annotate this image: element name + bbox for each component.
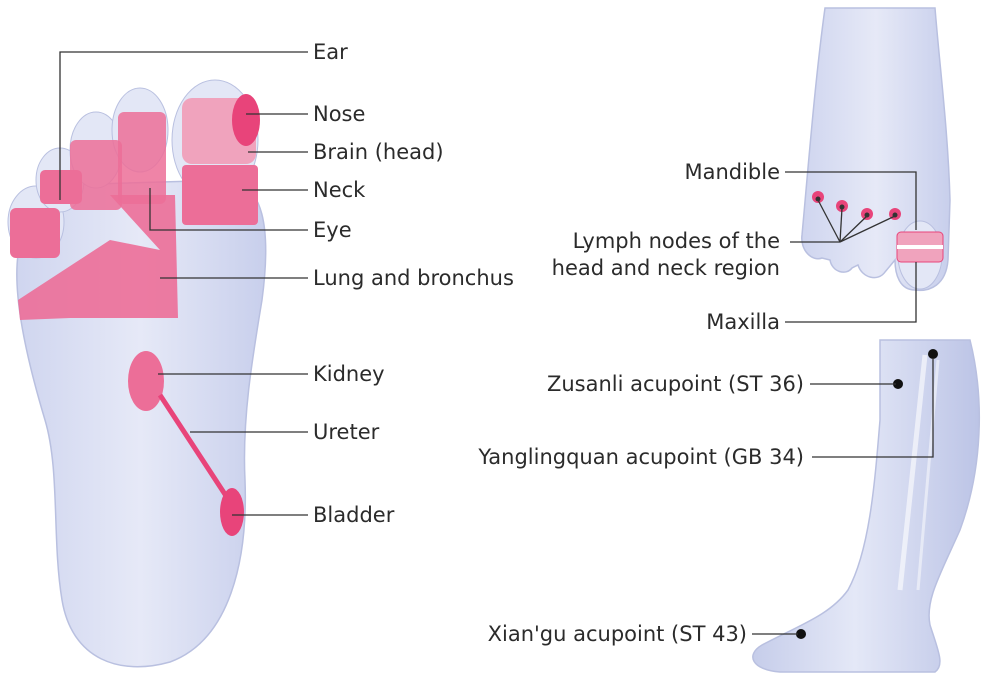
zone-nose [232,94,260,146]
zone-ear-little [10,208,60,258]
sole-illustration [8,52,308,667]
top-foot-illustration [785,8,950,322]
label-ear: Ear [313,40,348,65]
label-xiangu: Xian'gu acupoint (ST 43) [488,622,747,647]
yanglingquan-point [928,349,938,359]
label-maxilla: Maxilla [706,310,780,335]
label-zusanli: Zusanli acupoint (ST 36) [547,372,804,397]
zone-kidney [128,351,164,411]
label-kidney: Kidney [313,362,385,387]
label-lymph-line2: head and neck region [552,256,780,281]
label-lymph-line1: Lymph nodes of the [573,229,780,254]
label-bladder: Bladder [313,503,394,528]
label-nose: Nose [313,102,365,127]
label-eye: Eye [313,218,352,243]
label-lung: Lung and bronchus [313,266,514,291]
zone-neck [182,165,258,225]
zone-eye-second [118,112,166,204]
label-ureter: Ureter [313,420,379,445]
label-mandible: Mandible [684,160,780,185]
label-brain: Brain (head) [313,140,444,165]
label-yanglingquan: Yanglingquan acupoint (GB 34) [478,445,804,470]
zone-bladder [220,488,244,536]
label-neck: Neck [313,178,365,203]
